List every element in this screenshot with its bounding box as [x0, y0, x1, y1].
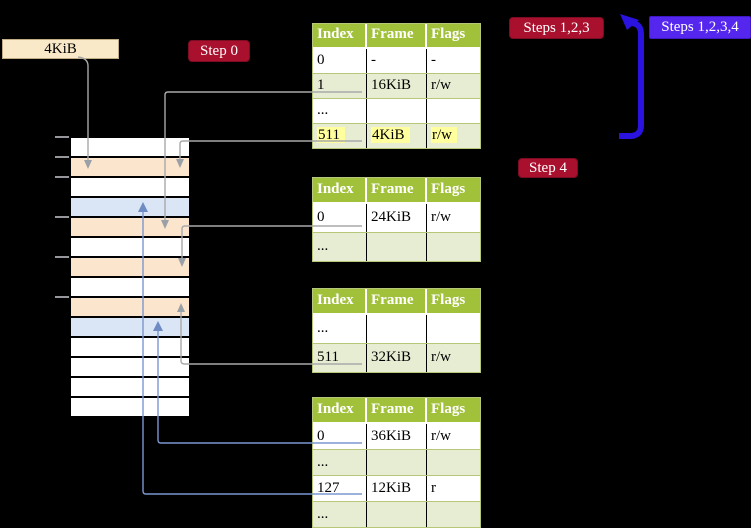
page-table-level-leaf: Index Frame Flags 0 36KiB r/w ... 127 12…: [312, 397, 481, 528]
page-table-level-3: Index Frame Flags ... 511 32KiB r/w: [312, 288, 481, 373]
cell-frame: 32KiB: [367, 344, 427, 372]
header-flags: Flags: [431, 292, 466, 308]
cell-frame: 4KiB: [367, 124, 427, 148]
cell-frame: [367, 450, 427, 475]
memory-row: [70, 216, 190, 236]
cell-index: 127: [313, 476, 367, 501]
table-row: 0 - -: [313, 49, 480, 73]
cell-flags: [427, 450, 480, 475]
frame-tick: [55, 296, 69, 298]
cell-frame: [367, 315, 427, 343]
frame-tick: [55, 256, 69, 258]
table-row: ...: [313, 98, 480, 123]
table-header-row: Index Frame Flags: [313, 178, 480, 204]
header-index: Index: [313, 289, 367, 313]
page-table-level-top: Index Frame Flags 0 - - 1 16KiB r/w ... …: [312, 23, 481, 149]
header-flags: Flags: [431, 26, 466, 42]
cell-index: 511: [313, 344, 367, 372]
cell-index: 0: [313, 49, 367, 73]
memory-row: [70, 136, 190, 156]
header-frame: Frame: [367, 289, 427, 313]
table-header-row: Index Frame Flags: [313, 398, 480, 424]
header-frame: Frame: [367, 178, 427, 202]
cell-frame: 36KiB: [367, 424, 427, 449]
arrowhead: [620, 14, 639, 30]
frame-tick: [55, 216, 69, 218]
cell-index: ...: [313, 450, 367, 475]
frame-tick: [55, 156, 69, 158]
table-row: 0 24KiB r/w: [313, 204, 480, 232]
page-table-level-2: Index Frame Flags 0 24KiB r/w ...: [312, 177, 481, 262]
table-row: ...: [313, 232, 480, 261]
header-frame: Frame: [367, 398, 427, 422]
cell-index: 0: [313, 424, 367, 449]
cell-frame: 16KiB: [367, 74, 427, 98]
cell-index: ...: [313, 502, 367, 527]
cell-flags: -: [431, 52, 436, 68]
cell-index: ...: [313, 315, 367, 343]
header-index: Index: [313, 24, 367, 47]
cell-flags: r: [431, 480, 436, 496]
frame-tick: [55, 136, 69, 138]
memory-row: [70, 336, 190, 356]
memory-row: [70, 396, 190, 416]
cell-index: ...: [313, 233, 367, 261]
cell-flags: r/w: [431, 209, 451, 225]
frame-tick: [55, 176, 69, 178]
cell-flags: r/w: [431, 349, 451, 365]
table-row: 511 32KiB r/w: [313, 343, 480, 372]
table-row: ...: [313, 501, 480, 527]
table-row: ...: [313, 315, 480, 343]
frame-size-label: 4KiB: [2, 39, 119, 59]
memory-row: [70, 316, 190, 336]
physical-memory-stack: [70, 136, 190, 418]
cell-flags: [427, 502, 480, 527]
cell-flags: [427, 233, 480, 261]
memory-row: [70, 156, 190, 176]
cell-frame: 12KiB: [367, 476, 427, 501]
step4-badge: Step 4: [518, 158, 578, 178]
arrow-loop-steps: [619, 20, 644, 139]
table-row: 1 16KiB r/w: [313, 73, 480, 98]
cell-index: 0: [313, 204, 367, 232]
step0-badge: Step 0: [188, 40, 250, 62]
cell-frame: 24KiB: [367, 204, 427, 232]
table-header-row: Index Frame Flags: [313, 24, 480, 49]
memory-row: [70, 276, 190, 296]
cell-index: 511: [313, 124, 367, 148]
highlight: r/w: [431, 127, 457, 143]
memory-row: [70, 196, 190, 216]
cell-index: 1: [313, 74, 367, 98]
table-row: 127 12KiB r: [313, 475, 480, 501]
cell-frame: [367, 99, 427, 123]
cell-flags: [427, 315, 480, 343]
header-index: Index: [313, 178, 367, 202]
steps-1234-badge: Steps 1,2,3,4: [649, 16, 751, 39]
memory-row: [70, 376, 190, 396]
table-row-highlighted: 511 4KiB r/w: [313, 123, 480, 148]
header-frame: Frame: [367, 24, 427, 47]
header-index: Index: [313, 398, 367, 422]
memory-row: [70, 176, 190, 196]
memory-row: [70, 256, 190, 276]
table-header-row: Index Frame Flags: [313, 289, 480, 315]
cell-index: ...: [313, 99, 367, 123]
cell-flags: r/w: [431, 77, 451, 93]
cell-frame: [367, 233, 427, 261]
steps-123-badge: Steps 1,2,3: [509, 17, 604, 39]
cell-flags: [427, 99, 480, 123]
memory-row: [70, 356, 190, 376]
cell-frame: -: [367, 49, 427, 73]
header-flags: Flags: [431, 181, 466, 197]
table-row: 0 36KiB r/w: [313, 424, 480, 449]
cell-flags: r/w: [431, 428, 451, 444]
memory-row: [70, 236, 190, 256]
highlight: 4KiB: [371, 127, 410, 143]
cell-frame: [367, 502, 427, 527]
table-row: ...: [313, 449, 480, 475]
highlight: 511: [317, 127, 345, 143]
memory-row: [70, 296, 190, 316]
cell-flags: r/w: [427, 124, 480, 148]
header-flags: Flags: [431, 401, 466, 417]
